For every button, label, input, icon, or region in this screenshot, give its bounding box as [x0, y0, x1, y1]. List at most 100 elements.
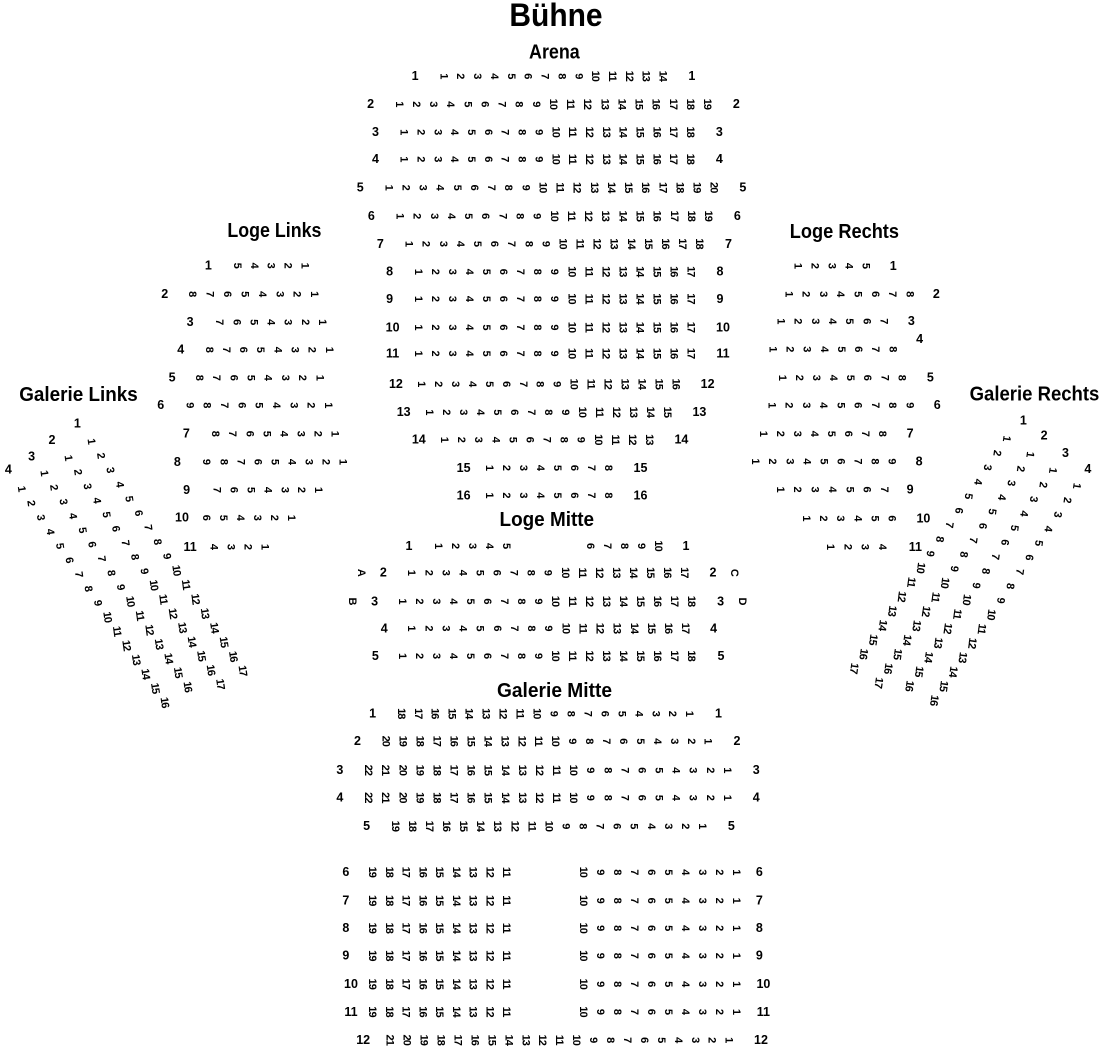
svg-text:2: 2	[713, 925, 725, 931]
svg-text:11: 11	[716, 346, 729, 360]
svg-text:2: 2	[161, 287, 168, 301]
svg-text:15: 15	[194, 650, 207, 663]
svg-text:6: 6	[756, 865, 763, 879]
svg-text:13: 13	[600, 154, 612, 165]
svg-text:7: 7	[725, 237, 732, 251]
svg-text:5: 5	[480, 269, 492, 275]
svg-text:3: 3	[439, 570, 451, 576]
svg-text:2: 2	[440, 409, 452, 415]
svg-text:8: 8	[1003, 582, 1016, 590]
svg-text:11: 11	[566, 596, 578, 607]
svg-text:6: 6	[522, 73, 534, 79]
svg-text:1: 1	[85, 438, 98, 446]
svg-text:4: 4	[463, 269, 475, 276]
svg-text:14: 14	[634, 322, 646, 334]
svg-text:4: 4	[817, 402, 829, 409]
svg-text:6: 6	[998, 538, 1011, 546]
svg-text:5: 5	[474, 625, 486, 631]
svg-text:10: 10	[549, 126, 561, 137]
svg-text:15: 15	[652, 378, 664, 389]
svg-text:9: 9	[886, 458, 898, 464]
svg-text:4: 4	[995, 493, 1008, 502]
svg-text:2: 2	[420, 241, 432, 247]
svg-text:13: 13	[491, 821, 503, 832]
svg-text:2: 2	[449, 543, 461, 549]
svg-text:8: 8	[869, 458, 881, 464]
svg-text:7: 7	[496, 213, 508, 219]
svg-text:3: 3	[662, 823, 674, 829]
svg-text:6: 6	[227, 375, 239, 381]
svg-text:14: 14	[875, 619, 889, 633]
svg-text:16: 16	[416, 895, 428, 906]
svg-text:7: 7	[869, 346, 881, 352]
svg-text:11: 11	[500, 979, 512, 990]
svg-text:17: 17	[400, 1006, 412, 1017]
svg-text:17: 17	[656, 182, 668, 193]
svg-text:3: 3	[859, 544, 871, 550]
svg-text:12: 12	[483, 867, 495, 878]
svg-text:2: 2	[47, 484, 60, 492]
svg-text:6: 6	[482, 129, 494, 135]
svg-text:7: 7	[869, 402, 881, 408]
svg-text:1: 1	[1046, 467, 1059, 475]
svg-text:4: 4	[447, 653, 459, 660]
svg-text:9: 9	[114, 583, 127, 591]
svg-text:14: 14	[634, 266, 646, 278]
svg-text:16: 16	[659, 238, 671, 249]
svg-text:16: 16	[465, 792, 477, 803]
svg-text:9: 9	[532, 129, 544, 135]
svg-text:8: 8	[933, 535, 946, 543]
svg-text:8: 8	[531, 350, 543, 356]
svg-text:14: 14	[634, 293, 646, 305]
svg-text:3: 3	[696, 981, 708, 987]
svg-text:4: 4	[1017, 510, 1030, 519]
svg-text:9: 9	[994, 597, 1007, 605]
svg-text:6: 6	[861, 486, 873, 492]
svg-text:19: 19	[397, 736, 409, 747]
svg-text:6: 6	[636, 795, 648, 801]
svg-text:13: 13	[598, 99, 610, 110]
svg-text:1: 1	[298, 263, 310, 269]
svg-text:12: 12	[602, 378, 614, 389]
svg-text:10: 10	[547, 99, 559, 110]
svg-text:3: 3	[834, 515, 846, 521]
svg-text:13: 13	[640, 71, 652, 82]
svg-text:16: 16	[651, 210, 663, 221]
svg-text:7: 7	[514, 296, 526, 302]
svg-text:14: 14	[450, 978, 462, 990]
svg-text:3: 3	[287, 402, 299, 408]
svg-text:3: 3	[289, 347, 301, 353]
svg-text:12: 12	[593, 567, 605, 578]
svg-text:18: 18	[383, 895, 395, 906]
svg-text:19: 19	[366, 922, 378, 933]
svg-text:15: 15	[651, 293, 663, 304]
svg-text:7: 7	[859, 431, 871, 437]
svg-text:1: 1	[800, 515, 812, 521]
svg-text:1: 1	[730, 898, 742, 904]
svg-text:20: 20	[396, 765, 408, 776]
svg-text:14: 14	[499, 765, 511, 777]
svg-text:16: 16	[650, 126, 662, 137]
svg-text:3: 3	[446, 350, 458, 356]
svg-text:2: 2	[268, 515, 280, 521]
svg-text:3: 3	[716, 125, 723, 139]
svg-text:9: 9	[548, 350, 560, 356]
svg-text:12: 12	[919, 605, 932, 618]
svg-text:15: 15	[482, 765, 494, 776]
svg-text:1: 1	[730, 1009, 742, 1015]
svg-text:2: 2	[713, 1009, 725, 1015]
svg-text:9: 9	[91, 599, 104, 607]
svg-text:12: 12	[533, 765, 545, 776]
svg-text:10: 10	[589, 71, 601, 82]
svg-text:6: 6	[497, 350, 509, 356]
svg-text:3: 3	[687, 767, 699, 773]
svg-text:8: 8	[611, 925, 623, 931]
svg-text:3: 3	[417, 185, 429, 191]
svg-text:D: D	[736, 597, 748, 605]
svg-text:1: 1	[730, 981, 742, 987]
svg-text:5: 5	[844, 375, 856, 381]
svg-text:20: 20	[396, 792, 408, 803]
svg-text:5: 5	[662, 1009, 674, 1015]
svg-text:17: 17	[685, 266, 697, 277]
svg-text:8: 8	[515, 653, 527, 659]
